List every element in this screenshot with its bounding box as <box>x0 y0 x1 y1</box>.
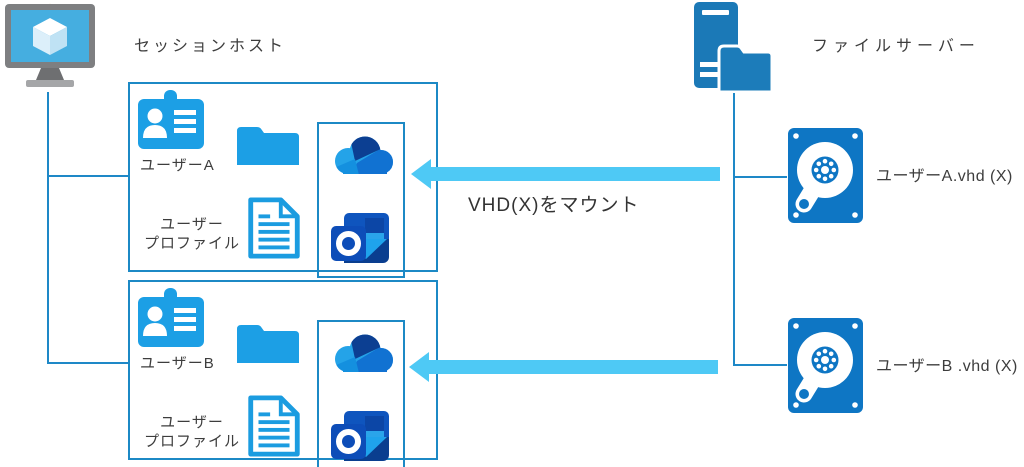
session-host-title: セッションホスト <box>134 38 287 55</box>
user-b-label: ユーザーB <box>140 355 215 372</box>
azure-vm-monitor-icon <box>5 3 95 87</box>
user-a-profile-box: ユーザーA ユーザー プロファイル <box>128 82 438 278</box>
hard-disk-icon-a <box>788 128 863 223</box>
hard-disk-icon-b <box>788 318 863 413</box>
disk-b-label: ユーザーB .vhd (X) <box>876 358 1018 375</box>
mount-arrow-user-b <box>409 352 718 382</box>
folder-icon <box>237 127 299 165</box>
connector-server-vertical <box>733 93 735 366</box>
connector-vm-to-boxB <box>47 362 128 364</box>
server-with-folder-icon <box>694 2 774 94</box>
user-b-apps-box <box>317 320 405 467</box>
onedrive-icon <box>335 334 393 372</box>
user-b-profile-box: ユーザーB ユーザー プロファイル <box>128 280 438 467</box>
document-icon <box>248 197 300 259</box>
profile-label-line2: プロファイル <box>143 432 240 450</box>
server-folder-shape <box>717 44 774 94</box>
connector-server-to-diskB <box>735 364 787 366</box>
user-a-apps-box <box>317 122 405 278</box>
user-a-label: ユーザーA <box>140 157 215 174</box>
mount-arrow-user-a <box>411 159 720 189</box>
connector-vm-vertical <box>47 92 49 364</box>
document-icon <box>248 395 300 457</box>
id-badge-icon <box>138 288 204 347</box>
folder-icon <box>237 325 299 363</box>
profile-label-line1: ユーザー <box>160 216 224 233</box>
outlook-icon <box>331 213 389 263</box>
connector-vm-to-boxA <box>47 175 128 177</box>
user-b-profile-label: ユーザー プロファイル <box>134 414 250 452</box>
id-badge-icon <box>138 90 204 149</box>
connector-server-to-diskA <box>735 176 787 178</box>
profile-label-line1: ユーザー <box>160 414 224 431</box>
mount-arrow-label: VHD(X)をマウント <box>468 195 640 216</box>
profile-label-line2: プロファイル <box>143 234 240 252</box>
onedrive-icon <box>335 136 393 174</box>
file-server-title: ファイルサーバー <box>812 38 980 55</box>
disk-a-label: ユーザーA.vhd (X) <box>876 168 1013 185</box>
user-a-profile-label: ユーザー プロファイル <box>134 216 250 254</box>
outlook-icon <box>331 411 389 461</box>
